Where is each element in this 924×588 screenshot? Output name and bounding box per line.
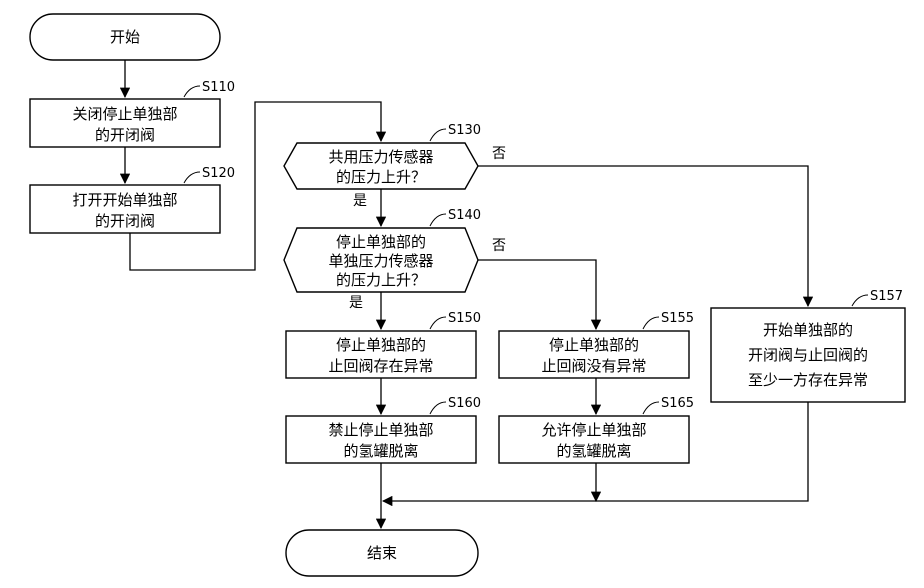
decision-s130-label: S130 <box>448 123 481 138</box>
step-s150-line-2: 止回阀存在异常 <box>328 357 433 375</box>
step-s165-line-2: 的氢罐脱离 <box>556 442 631 460</box>
arrow-s130-no <box>478 166 808 306</box>
decision-s140-line-2: 单独压力传感器 <box>328 252 433 270</box>
step-s160-label: S160 <box>448 396 481 411</box>
step-s150-line-1: 停止单独部的 <box>336 336 426 354</box>
s140-no-label: 否 <box>492 238 506 254</box>
decision-s130: 共用压力传感器 的压力上升？ S130 <box>284 123 481 189</box>
step-s150: 停止单独部的 止回阀存在异常 S150 <box>286 311 481 378</box>
step-s157-label: S157 <box>870 289 903 304</box>
start-terminal: 开始 <box>30 14 220 60</box>
step-s157-line-3: 至少一方存在异常 <box>748 371 868 389</box>
end-terminal: 结束 <box>286 530 478 576</box>
decision-s140-line-3: 的压力上升？ <box>336 271 426 289</box>
step-s165-label: S165 <box>661 396 694 411</box>
step-s120-line-2: 的开闭阀 <box>95 212 155 230</box>
step-s120-line-1: 打开开始单独部 <box>72 191 177 209</box>
decision-s140: 停止单独部的 单独压力传感器 的压力上升？ S140 <box>284 208 481 292</box>
s130-no-label: 否 <box>492 146 506 162</box>
step-s155-label: S155 <box>661 311 694 326</box>
step-s155-line-1: 停止单独部的 <box>549 336 639 354</box>
s140-yes-label: 是 <box>349 295 363 311</box>
step-s160-line-1: 禁止停止单独部 <box>328 421 433 439</box>
step-s150-label: S150 <box>448 311 481 326</box>
decision-s140-label: S140 <box>448 208 481 223</box>
step-s157-line-2: 开闭阀与止回阀的 <box>748 346 868 364</box>
step-s165-line-1: 允许停止单独部 <box>541 421 646 439</box>
step-s120-label: S120 <box>202 166 235 181</box>
s130-yes-label: 是 <box>353 193 367 209</box>
step-s155-line-2: 止回阀没有异常 <box>541 357 646 375</box>
step-s110-label: S110 <box>202 80 235 95</box>
step-s157-line-1: 开始单独部的 <box>763 321 853 339</box>
arrow-s140-no <box>478 260 596 329</box>
step-s110-line-1: 关闭停止单独部 <box>72 105 177 123</box>
start-text: 开始 <box>110 28 140 46</box>
step-s120: 打开开始单独部 的开闭阀 S120 <box>30 166 235 233</box>
end-text: 结束 <box>367 544 397 562</box>
decision-s140-line-1: 停止单独部的 <box>336 233 426 251</box>
step-s160: 禁止停止单独部 的氢罐脱离 S160 <box>286 396 481 463</box>
step-s110-line-2: 的开闭阀 <box>95 126 155 144</box>
decision-s130-line-1: 共用压力传感器 <box>328 148 433 166</box>
step-s110: 关闭停止单独部 的开闭阀 S110 <box>30 80 235 147</box>
decision-s130-line-2: 的压力上升？ <box>336 168 426 186</box>
step-s160-line-2: 的氢罐脱离 <box>343 442 418 460</box>
